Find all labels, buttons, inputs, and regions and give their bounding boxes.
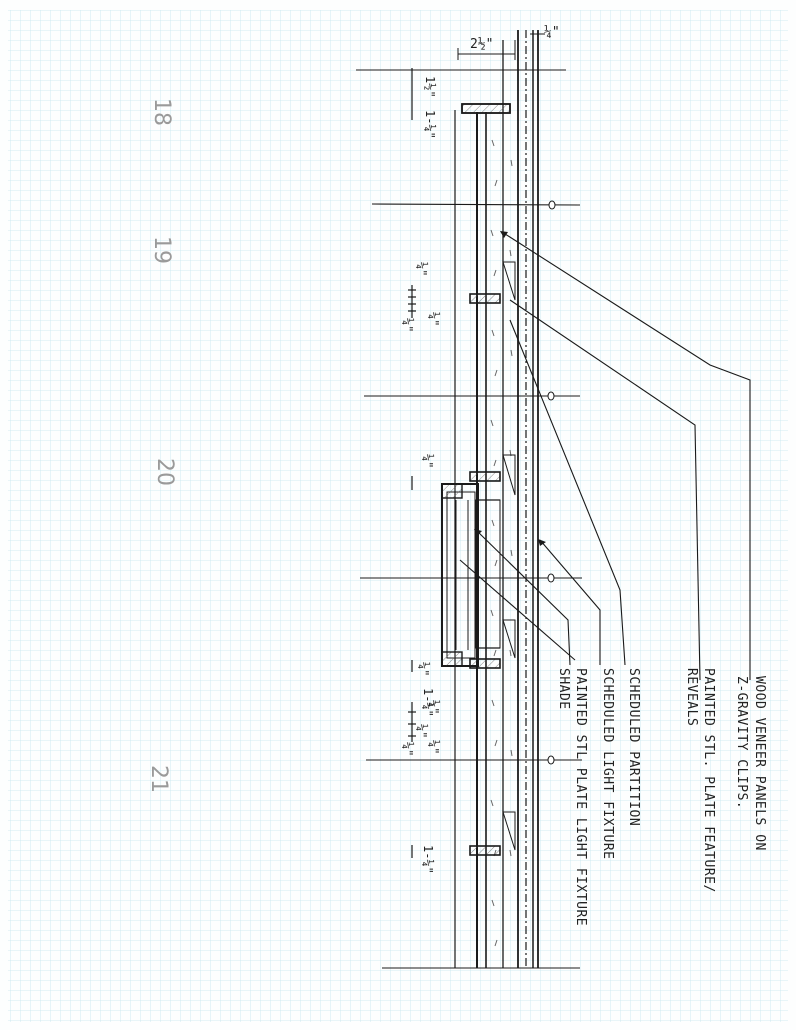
top-dimension (457, 33, 545, 60)
line-markers (547, 200, 556, 765)
dim-top-overall: 2½" (470, 37, 493, 52)
pencil-number: 21 (146, 765, 171, 793)
grid-background (8, 10, 788, 1022)
pencil-numbers: 18 19 20 21 (146, 98, 177, 793)
notes: WOOD VENEER PANELS ON Z-GRAVITY CLIPS. P… (556, 668, 767, 926)
pencil-number: 20 (152, 458, 177, 486)
infill-dots (490, 139, 513, 947)
left-dimension-labels: 1½" 1-¼" ¼" ¼" ¼" ¼" ¼" ¼" ¼" 1-¼" ¼" ¼"… (401, 76, 441, 874)
dim-label: ¼" (415, 262, 429, 276)
dim-label: ¼" (427, 700, 441, 714)
note-wood-veneer: WOOD VENEER PANELS ON (752, 676, 767, 851)
dim-label: ¼" (415, 724, 429, 738)
dim-top-finish: ¼" (544, 25, 560, 40)
reveal-details (469, 293, 501, 856)
dim-label: 1-¼" (421, 688, 435, 717)
note-wood-veneer-2: Z-GRAVITY CLIPS. (734, 676, 749, 809)
note-fixture-shade-2: SHADE (556, 668, 571, 710)
dim-label: ¼" (417, 662, 431, 676)
note-fixture-shade: PAINTED STL PLATE LIGHT FIXTURE (573, 668, 588, 926)
dim-label: 1-¼" (421, 845, 435, 874)
note-steel-plate: PAINTED STL. PLATE FEATURE/ (701, 668, 716, 893)
note-partition: SCHEDULED PARTITION (626, 668, 641, 826)
dim-label: ¼" (427, 740, 441, 754)
pencil-number: 19 (149, 236, 174, 264)
dim-label: ¼" (421, 454, 435, 468)
z-clips (502, 261, 516, 851)
dim-label: ¼" (401, 318, 415, 332)
dim-label: ¼" (401, 742, 415, 756)
note-steel-plate-2: REVEALS (684, 668, 699, 726)
dim-label: 1½" (423, 76, 437, 98)
leader-arrowheads (474, 231, 546, 546)
dim-label: ¼" (427, 312, 441, 326)
top-cap-detail (461, 103, 511, 114)
left-dimension-ticks (408, 68, 416, 858)
light-fixture-shade (441, 483, 501, 667)
leader-lines (459, 231, 751, 681)
dim-label: 1-¼" (423, 110, 437, 139)
pencil-number: 18 (149, 98, 174, 126)
note-light-fixture: SCHEDULED LIGHT FIXTURE (600, 668, 615, 860)
